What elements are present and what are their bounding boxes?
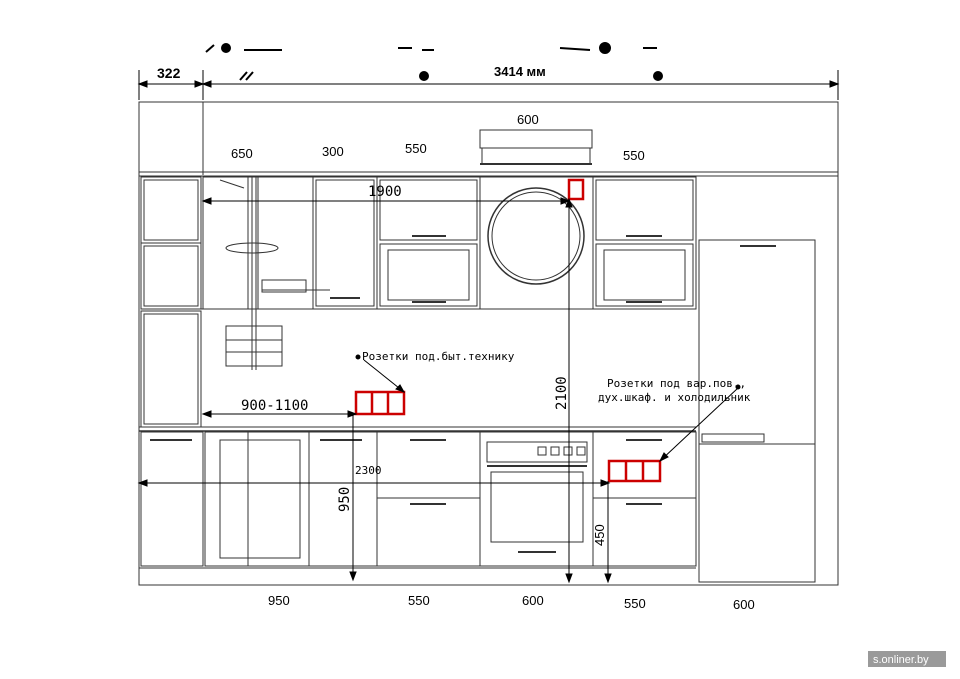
dim-upper-550-b: 550 [623,148,645,163]
watermark: s.onliner.by [868,651,946,667]
dim-socket-900-1100: 900-1100 [241,398,308,414]
dim-socket-2300: 2300 [355,464,382,477]
dim-socket-950: 950 [337,487,353,512]
upper-cabinets [140,176,697,310]
scribble-marks [205,42,663,81]
countertop [139,426,696,432]
dim-socket-1900: 1900 [368,184,402,200]
note-sockets-appliances: Розетки под.быт.технику [362,350,515,363]
side-column [140,310,202,428]
dim-socket-2100: 2100 [554,376,570,410]
dim-left-width: 322 [157,65,181,81]
top-dimension-line [137,70,840,100]
corner-carousel [219,177,330,370]
socket-block-hob [607,459,662,483]
watermark-text: s.onliner.by [873,654,929,666]
lower-cabinets [139,431,697,569]
refrigerator [698,239,816,583]
note-sockets-hob-line1: Розетки под вар.пов., [607,377,746,390]
round-element [487,187,585,285]
dim-upper-300: 300 [322,144,344,159]
dim-total-width: 3414 мм [494,64,546,79]
dim-bottom-600-stove: 600 [522,593,544,608]
socket-top [567,178,585,201]
range-hood [479,129,593,165]
dim-bottom-950: 950 [268,593,290,608]
wall-outline [138,101,839,586]
dim-bottom-550-a: 550 [408,593,430,608]
dim-socket-450: 450 [592,524,607,546]
note-sockets-hob-line2: дух.шкаф. и холодильник [598,391,751,404]
dim-bottom-550-b: 550 [624,596,646,611]
dim-upper-550-a: 550 [405,141,427,156]
dim-upper-650: 650 [231,146,253,161]
dimension-lines [137,197,741,584]
dim-bottom-600-fridge: 600 [733,597,755,612]
oven [479,431,594,567]
socket-block-appliances [354,390,406,416]
dim-hood-width: 600 [517,112,539,127]
